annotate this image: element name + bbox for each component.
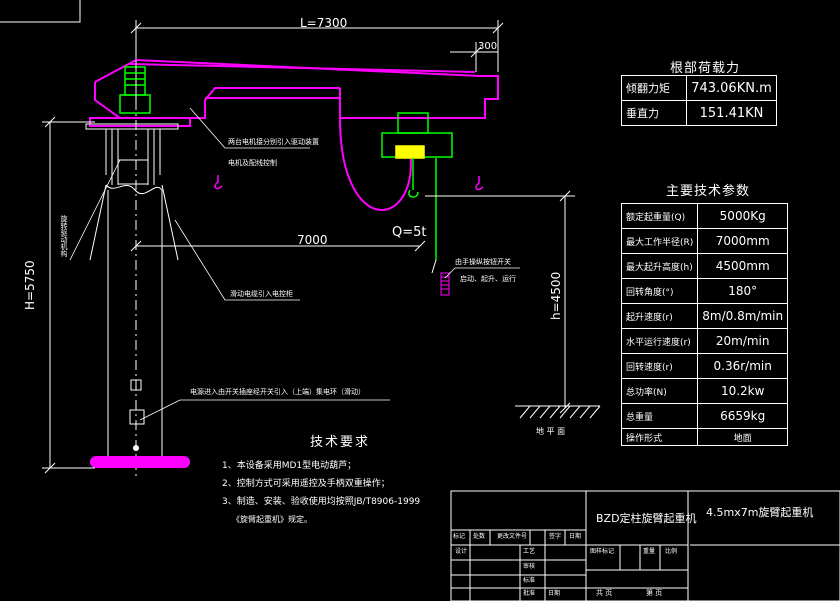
- tb-cell: 比例: [665, 548, 678, 555]
- tb-cell: 审核: [523, 563, 536, 570]
- row-value: 180°: [697, 278, 789, 304]
- tb-cell: 标准: [523, 577, 536, 584]
- height-dimension: [42, 116, 95, 474]
- table-row: 倾翻力矩 743.06KN.m: [621, 75, 777, 101]
- table-row: 回转速度(r)0.36r/min: [620, 353, 789, 379]
- lift-height-label: h=4500: [549, 271, 563, 320]
- tb-cell: 重量: [643, 548, 656, 555]
- tb-cell: 工艺: [523, 548, 536, 555]
- pendant-control: [440, 272, 450, 296]
- jib-arm: [89, 58, 499, 211]
- table-row: 起升速度(r)8m/0.8m/min: [620, 303, 789, 329]
- params-table: 额定起重量(Q)5000Kg 最大工作半径(R)7000mm 最大起升高度(h)…: [620, 203, 789, 446]
- ground-hatch: [515, 405, 601, 419]
- table-row: 垂直力 151.41KN: [621, 100, 777, 126]
- row-value: 151.41KN: [686, 100, 777, 126]
- base-plate: [90, 456, 190, 468]
- row-value: 8m/0.8m/min: [697, 303, 789, 329]
- tb-cell: 图样标记: [590, 548, 615, 555]
- tb-cell: 设计: [455, 548, 468, 555]
- table-row: 额定起重量(Q)5000Kg: [620, 203, 789, 229]
- tb-cell: 第 页: [646, 589, 663, 597]
- tb-cell: 日期: [548, 590, 561, 597]
- tech-req-title: 技术要求: [310, 435, 371, 450]
- lift-height-dimension: [425, 190, 575, 414]
- row-value: 0.36r/min: [697, 353, 789, 379]
- row-value: 地面: [697, 428, 789, 446]
- row-label: 水平运行速度(r): [620, 328, 699, 354]
- row-label: 总功率(N): [620, 378, 699, 404]
- row-label: 垂直力: [621, 100, 687, 126]
- junction-dot: [133, 445, 139, 451]
- table-row: 总功率(N)10.2kw: [620, 378, 789, 404]
- drawing-subtitle: 4.5mx7m旋臂起重机: [706, 506, 814, 519]
- leader-lines: [69, 107, 520, 421]
- reach-label: 7000: [297, 233, 328, 247]
- tb-cell: 日期: [569, 533, 582, 540]
- brush-note: 滑动电缆引入电控柜: [230, 290, 293, 298]
- row-value: 7000mm: [697, 228, 789, 254]
- frame-stub: [0, 0, 81, 23]
- tb-cell: 处数: [473, 533, 486, 540]
- table-row: 水平运行速度(r)20m/min: [620, 328, 789, 354]
- ground-label: 地 平 面: [536, 427, 566, 436]
- row-label: 倾翻力矩: [621, 75, 687, 101]
- table-row: 回转角度(°)180°: [620, 278, 789, 304]
- tb-cell: 标记: [453, 533, 466, 540]
- span-label: L=7300: [300, 16, 348, 30]
- row-value: 743.06KN.m: [686, 75, 777, 101]
- column-note: 电源进入由开关插座经开关引入（上端）集电环（滑动）: [190, 388, 365, 396]
- power-note-1: 两台电机接分别引入驱动装置: [228, 138, 319, 146]
- tech-req-item: 2、控制方式可采用遥控及手柄双重操作；: [222, 479, 390, 489]
- manual-note-2: 启动、起升、运行: [460, 275, 516, 283]
- drawing-name: BZD定柱旋臂起重机: [596, 512, 697, 525]
- row-label: 最大起升高度(h): [620, 253, 699, 279]
- row-value: 5000Kg: [697, 203, 789, 229]
- table-row: 操作形式地面: [620, 428, 789, 446]
- table-row: 最大起升高度(h)4500mm: [620, 253, 789, 279]
- slewing-note: 旋转驱动机构: [60, 215, 68, 257]
- tb-cell: 更改文件号: [497, 533, 528, 540]
- foundation-title: 根部荷载力: [670, 61, 741, 76]
- row-value: 6659kg: [697, 403, 789, 429]
- reach-dimension: [130, 240, 426, 252]
- tb-cell: 共 页: [596, 589, 613, 597]
- tech-req-item: 1、本设备采用MD1型电动葫芦；: [222, 461, 357, 471]
- row-label: 操作形式: [620, 428, 699, 446]
- table-row: 最大工作半径(R)7000mm: [620, 228, 789, 254]
- row-label: 回转速度(r): [620, 353, 699, 379]
- tech-req-item: 《旋臂起重机》规定。: [232, 515, 312, 524]
- power-note-2: 电机及配线控制: [228, 159, 277, 167]
- foundation-table: 倾翻力矩 743.06KN.m 垂直力 151.41KN: [621, 75, 777, 126]
- manual-note-1: 由手操纵按钮开关: [455, 258, 511, 266]
- row-value: 4500mm: [697, 253, 789, 279]
- row-label: 起升速度(r): [620, 303, 699, 329]
- column: [89, 40, 179, 480]
- slewing-motor: [119, 66, 151, 114]
- hook-icon: [214, 175, 484, 191]
- electric-hoist: [381, 112, 453, 260]
- row-value: 10.2kw: [697, 378, 789, 404]
- row-label: 额定起重量(Q): [620, 203, 699, 229]
- row-label: 总重量: [620, 403, 699, 429]
- params-title: 主要技术参数: [666, 184, 751, 199]
- row-label: 最大工作半径(R): [620, 228, 699, 254]
- row-value: 20m/min: [697, 328, 789, 354]
- slewing-ring: [85, 123, 179, 185]
- load-label: Q=5t: [392, 225, 427, 240]
- overhang-label: 300: [478, 41, 498, 52]
- height-label: H=5750: [23, 260, 37, 310]
- title-block-frame: [450, 490, 840, 601]
- row-label: 回转角度(°): [620, 278, 699, 304]
- tb-cell: 签字: [549, 533, 562, 540]
- tb-cell: 批准: [523, 590, 536, 597]
- tech-req-item: 3、制造、安装、验收使用均按照JB/T8906-1999: [222, 497, 421, 507]
